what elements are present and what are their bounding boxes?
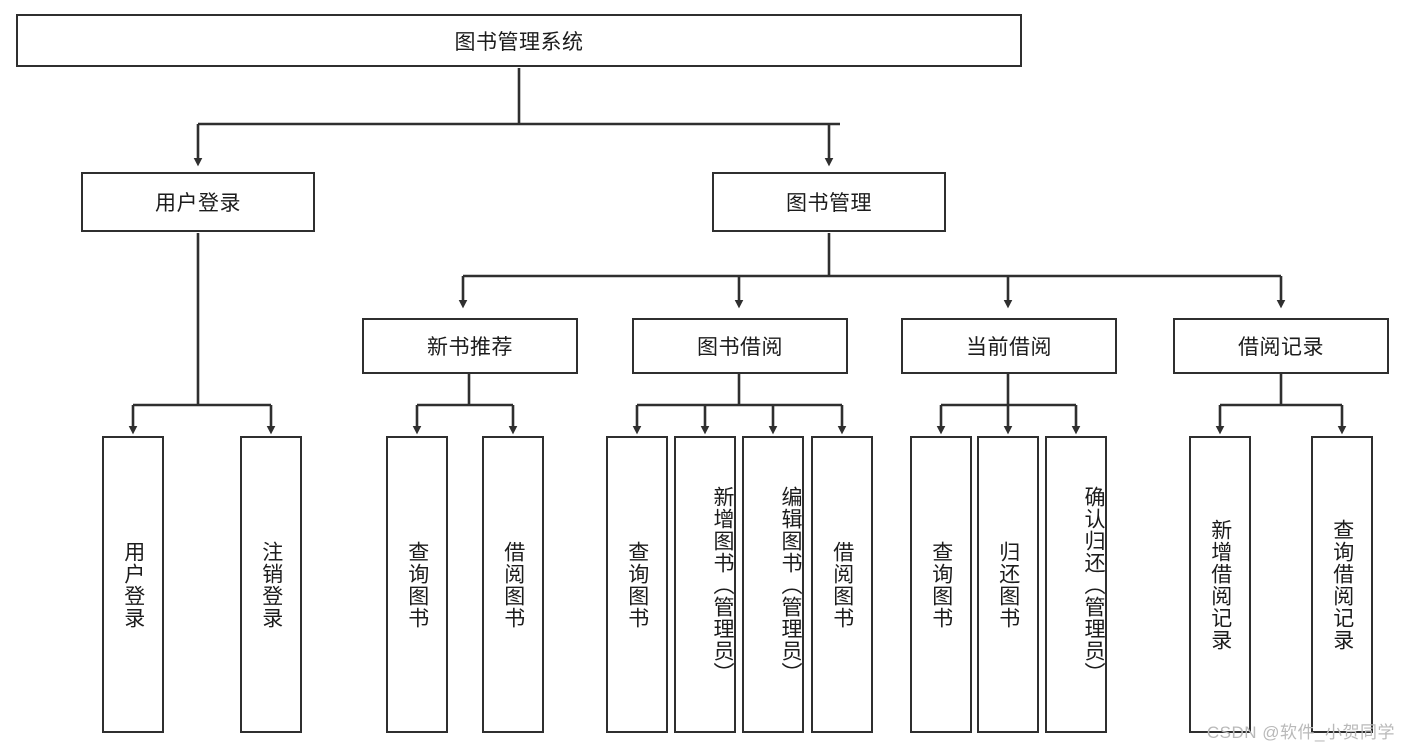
leaf-borrow-book-2[interactable]: 借阅图书 (811, 436, 873, 733)
node-borrow-record[interactable]: 借阅记录 (1173, 318, 1389, 374)
leaf-query-book-2[interactable]: 查询图书 (606, 436, 668, 733)
leaf-query-record[interactable]: 查询借阅记录 (1311, 436, 1373, 733)
node-book-manage[interactable]: 图书管理 (712, 172, 946, 232)
leaf-return-book-label: 归还图书 (996, 540, 1020, 629)
leaf-edit-book[interactable]: 编辑图书（管理员） (742, 436, 804, 733)
node-user-login[interactable]: 用户登录 (81, 172, 315, 232)
node-book-manage-label: 图书管理 (786, 192, 872, 215)
leaf-borrow-book-2-label: 借阅图书 (830, 540, 854, 629)
leaf-add-record-label: 新增借阅记录 (1208, 518, 1232, 651)
leaf-borrow-book-1[interactable]: 借阅图书 (482, 436, 544, 733)
leaf-confirm-return-label: 确认归还（管理员） (1082, 485, 1105, 684)
leaf-query-book-2-label: 查询图书 (625, 540, 649, 629)
leaf-user-logout[interactable]: 注销登录 (240, 436, 302, 733)
leaf-query-book-1-label: 查询图书 (405, 540, 429, 629)
node-book-borrow-label: 图书借阅 (697, 336, 783, 359)
leaf-user-logout-label: 注销登录 (259, 540, 283, 629)
node-new-book-recommend[interactable]: 新书推荐 (362, 318, 578, 374)
leaf-query-record-label: 查询借阅记录 (1330, 518, 1354, 651)
node-root[interactable]: 图书管理系统 (16, 14, 1022, 67)
node-user-login-label: 用户登录 (155, 192, 241, 215)
watermark: CSDN @软件_小贺同学 (1206, 723, 1395, 742)
leaf-confirm-return[interactable]: 确认归还（管理员） (1045, 436, 1107, 733)
node-book-borrow[interactable]: 图书借阅 (632, 318, 848, 374)
leaf-add-book[interactable]: 新增图书（管理员） (674, 436, 736, 733)
leaf-return-book[interactable]: 归还图书 (977, 436, 1039, 733)
node-current-borrow-label: 当前借阅 (966, 336, 1052, 359)
leaf-add-book-label: 新增图书（管理员） (711, 485, 734, 684)
leaf-query-book-3-label: 查询图书 (929, 540, 953, 629)
leaf-query-book-3[interactable]: 查询图书 (910, 436, 972, 733)
leaf-query-book-1[interactable]: 查询图书 (386, 436, 448, 733)
node-borrow-record-label: 借阅记录 (1238, 336, 1324, 359)
leaf-add-record[interactable]: 新增借阅记录 (1189, 436, 1251, 733)
leaf-borrow-book-1-label: 借阅图书 (501, 540, 525, 629)
leaf-user-login-label: 用户登录 (121, 540, 145, 629)
leaf-edit-book-label: 编辑图书（管理员） (779, 485, 802, 684)
node-root-label: 图书管理系统 (454, 30, 584, 54)
leaf-user-login[interactable]: 用户登录 (102, 436, 164, 733)
node-current-borrow[interactable]: 当前借阅 (901, 318, 1117, 374)
node-new-book-recommend-label: 新书推荐 (427, 336, 513, 359)
